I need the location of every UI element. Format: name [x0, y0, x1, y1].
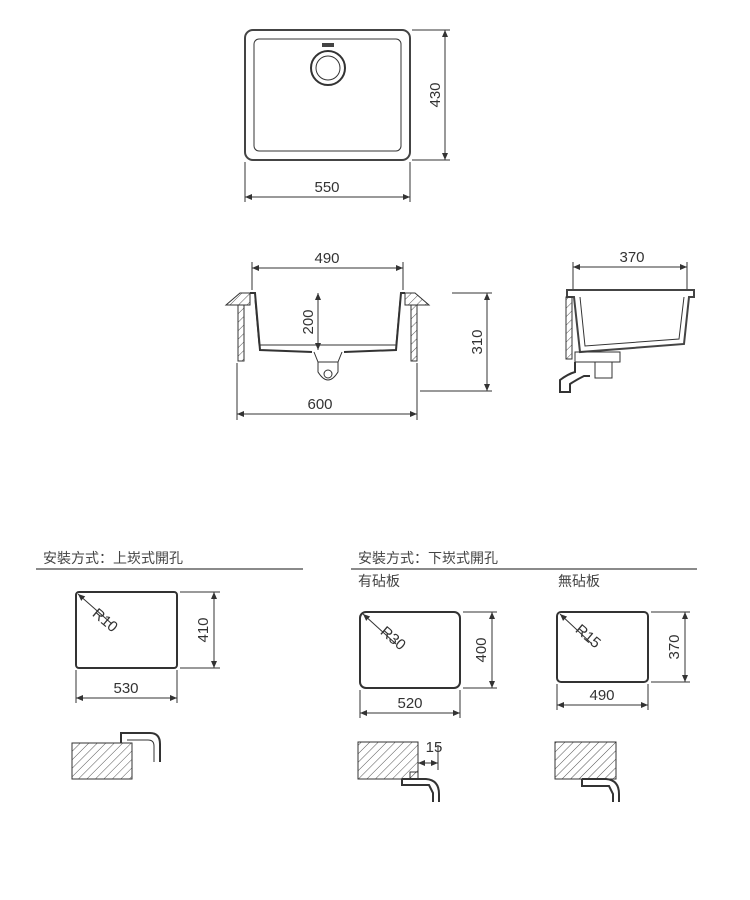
counter-left — [224, 292, 251, 306]
with-board-offset-label: 15 — [426, 739, 443, 756]
with-board-width-label: 520 — [397, 695, 422, 712]
under-mount-section: 安裝方式：下崁式開孔 有砧板 R30 400 520 15 無砧板 R15 37… — [351, 551, 697, 802]
top-mount-sink-rim — [120, 732, 161, 762]
front-section-view: 490 200 310 600 — [224, 250, 492, 420]
sink-outline-outer — [244, 29, 411, 161]
top-mount-radius-label: R10 — [89, 605, 121, 636]
without-board-width-label: 490 — [589, 687, 614, 704]
without-board-counter-profile — [554, 741, 617, 780]
side-section-view: 370 — [559, 249, 695, 393]
top-mount-width-label: 530 — [113, 680, 138, 697]
without-board-label: 無砧板 — [558, 574, 600, 590]
with-board-label: 有砧板 — [358, 574, 400, 590]
top-mount-height-label: 410 — [195, 617, 212, 642]
under-mount-heading: 安裝方式：下崁式開孔 — [358, 551, 498, 567]
bowl-profile-inner — [254, 299, 401, 346]
top-mount-section: 安裝方式：上崁式開孔 R10 410 530 — [36, 551, 303, 780]
top-view-width-label: 550 — [314, 179, 339, 196]
cabinet-left — [237, 304, 245, 362]
outer-width-label: 600 — [307, 396, 332, 413]
drain-inner — [315, 55, 341, 81]
without-board-sink-rim — [581, 778, 620, 802]
bowl-profile-outer — [250, 292, 405, 353]
side-drain-pipe — [559, 362, 590, 393]
with-board-cutout — [359, 611, 461, 689]
sink-outline-inner — [253, 38, 402, 152]
side-overflow-pipe — [565, 296, 573, 360]
top-view: 430 550 — [244, 29, 450, 202]
total-height-label: 310 — [469, 329, 486, 354]
counter-right — [404, 292, 431, 306]
front-inner-width-label: 490 — [314, 250, 339, 267]
with-board-radius-label: R30 — [377, 623, 409, 654]
top-mount-cutout — [75, 591, 178, 669]
without-board-cutout — [556, 611, 649, 683]
top-mount-heading: 安裝方式：上崁式開孔 — [43, 551, 183, 567]
bowl-depth-label: 200 — [300, 309, 317, 334]
top-mount-counter-profile — [71, 742, 133, 780]
top-view-depth-label: 430 — [427, 82, 444, 107]
cabinet-right — [410, 304, 418, 362]
side-depth-label: 370 — [619, 249, 644, 266]
with-board-height-label: 400 — [473, 637, 490, 662]
drain-outer — [310, 50, 346, 86]
drain-trap — [317, 362, 339, 381]
overflow-slot — [322, 43, 334, 47]
without-board-height-label: 370 — [666, 634, 683, 659]
with-board-sink-rim — [401, 778, 440, 802]
without-board-radius-label: R15 — [572, 621, 604, 652]
with-board-counter-profile — [357, 741, 419, 780]
